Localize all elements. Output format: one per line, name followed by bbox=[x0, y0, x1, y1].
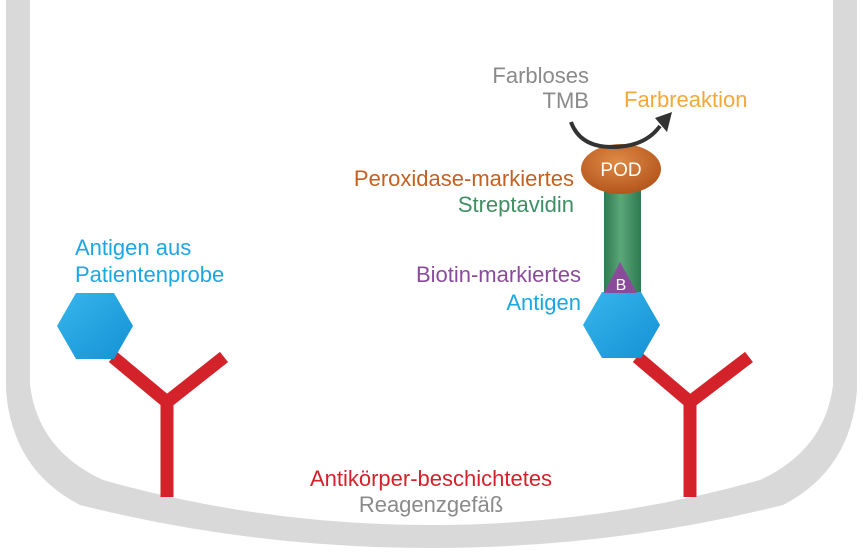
vessel-inner bbox=[30, 0, 833, 525]
biotin-marker bbox=[604, 262, 637, 293]
arrow-head-icon bbox=[655, 112, 672, 132]
pod-label: POD bbox=[600, 160, 641, 181]
farbloses-label-line1: Farbloses bbox=[492, 63, 589, 88]
antibody-left bbox=[108, 351, 229, 497]
antigen-hexagon-left bbox=[57, 293, 133, 359]
vessel-label-line1: Antikörper-beschichtetes bbox=[310, 466, 552, 491]
antigen-hexagon-right bbox=[583, 292, 660, 358]
pod-enzyme bbox=[581, 144, 661, 194]
antibody-right bbox=[632, 351, 753, 497]
antigen-label-line2: Patientenprobe bbox=[75, 262, 224, 287]
biotin-label-line2: Antigen bbox=[506, 290, 581, 315]
farbreaktion-label: Farbreaktion bbox=[624, 87, 748, 112]
vessel-label-line2: Reagenzgefäß bbox=[359, 492, 503, 517]
peroxidase-label-line1: Peroxidase-markiertes bbox=[354, 166, 574, 191]
biotin-label-line1: Biotin-markiertes bbox=[416, 262, 581, 287]
biotin-marker-label: B bbox=[616, 277, 627, 294]
reaction-arrow bbox=[569, 121, 662, 150]
farbloses-label-line2: TMB bbox=[543, 88, 589, 113]
antigen-label-line1: Antigen aus bbox=[75, 235, 191, 260]
peroxidase-label-line2: Streptavidin bbox=[458, 192, 574, 217]
